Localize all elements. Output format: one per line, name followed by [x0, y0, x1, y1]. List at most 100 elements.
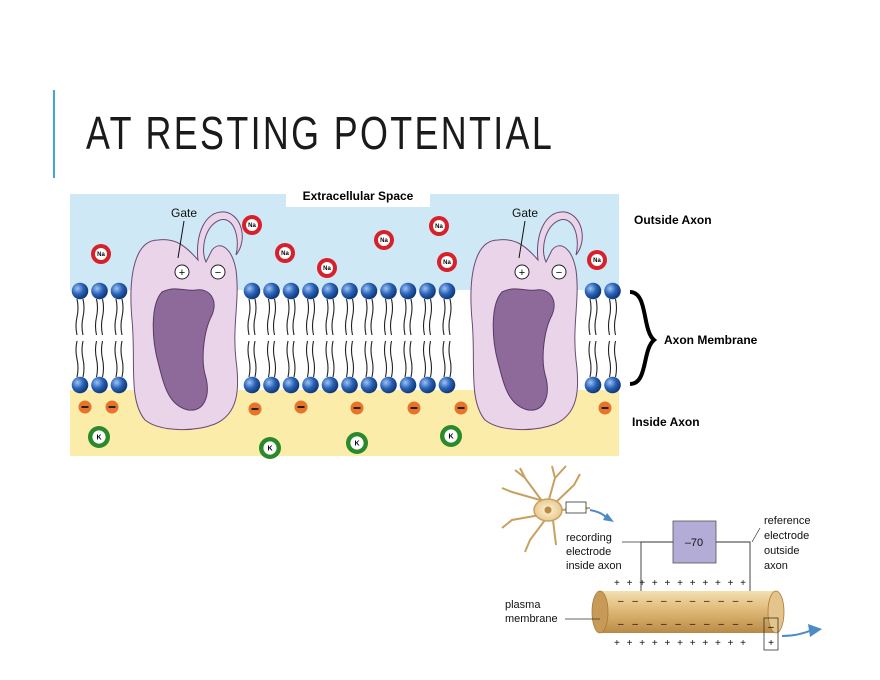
gate-plus-right: +	[519, 267, 525, 279]
potassium-ions: K K K K	[88, 425, 462, 459]
svg-text:Na: Na	[281, 251, 289, 257]
svg-text:K: K	[267, 445, 272, 452]
gate-label-right: Gate	[512, 206, 538, 220]
phospholipid-head	[110, 376, 128, 394]
phospholipid-head	[282, 282, 300, 300]
svg-text:Na: Na	[593, 258, 601, 264]
phospholipid-head	[243, 282, 261, 300]
phospholipid-head	[584, 282, 602, 300]
anions	[78, 400, 612, 416]
extracellular-label: Extracellular Space	[303, 189, 414, 203]
phospholipid-head	[91, 282, 108, 300]
phospholipid-head	[302, 376, 319, 394]
channel-pore-left	[152, 288, 215, 411]
sodium-ion: Na	[242, 215, 262, 235]
gate-pointer-left	[177, 220, 185, 259]
svg-text:K: K	[354, 440, 359, 447]
svg-text:K: K	[96, 434, 101, 441]
svg-text:K: K	[448, 433, 453, 440]
voltmeter-value: –70	[685, 537, 703, 549]
phospholipid-head	[604, 282, 621, 300]
svg-text:Na: Na	[443, 260, 451, 266]
phospholipid-head	[399, 376, 417, 394]
phospholipid-head	[584, 376, 602, 394]
phospholipid-head	[360, 376, 378, 394]
sodium-ion: Na	[275, 243, 295, 263]
axon-end	[591, 590, 609, 634]
sodium-ion: Na	[437, 252, 457, 272]
lipid-tails	[75, 298, 618, 378]
sodium-ion: Na	[91, 244, 111, 264]
svg-text:Na: Na	[248, 223, 256, 229]
membrane-brace	[629, 290, 658, 386]
inner-charges-top: – – – – – – – – – –	[618, 596, 756, 607]
svg-text:Na: Na	[323, 266, 331, 272]
axon-arrow-head	[808, 624, 822, 637]
channel-pore-right	[492, 288, 555, 411]
reference-wire	[716, 541, 751, 598]
svg-text:Na: Na	[97, 252, 105, 258]
reference-electrode-label: reference electrode outside axon	[764, 515, 814, 572]
phospholipid-head	[604, 376, 621, 394]
lipid-heads	[71, 282, 621, 394]
nucleus	[544, 506, 552, 514]
charge-box-plus: +	[768, 638, 774, 649]
gate-minus-right: −	[556, 267, 562, 279]
inside-axon-label: Inside Axon	[632, 415, 700, 429]
axon-cylinder	[600, 591, 776, 633]
axon-membrane-label: Axon Membrane	[664, 333, 758, 347]
charge-box-minus: –	[768, 622, 774, 633]
axon-arrow-line	[781, 629, 813, 637]
phospholipid-head	[380, 376, 397, 394]
electrode-diagram: recording electrode inside axon referenc…	[501, 465, 822, 651]
svg-text:Na: Na	[380, 238, 388, 244]
voltmeter	[672, 520, 717, 564]
phospholipid-head	[302, 282, 319, 300]
inner-charges-bottom: – – – – – – – – – –	[618, 619, 756, 630]
sodium-ion: Na	[317, 258, 337, 278]
outer-charges-bottom: + + + + + + + + + + +	[614, 638, 748, 649]
title-accent-bar	[53, 90, 55, 178]
extracellular-label-box	[286, 185, 430, 207]
outside-axon-label: Outside Axon	[634, 213, 712, 227]
charge-box	[763, 617, 779, 651]
phospholipid-head	[321, 282, 339, 300]
plasma-membrane-label: plasma membrane	[505, 599, 558, 625]
phospholipid-head	[438, 376, 456, 394]
recording-electrode-label: recording electrode inside axon	[566, 532, 622, 572]
gate-charges-right: + −	[514, 264, 567, 280]
zoom-arrow-head	[603, 513, 614, 522]
zoom-box	[565, 501, 587, 514]
phospholipid-head	[71, 282, 89, 300]
phospholipid-head	[263, 282, 280, 300]
svg-text:Na: Na	[435, 224, 443, 230]
phospholipid-head	[263, 376, 280, 394]
phospholipid-head	[399, 282, 417, 300]
sodium-ion: Na	[429, 216, 449, 236]
potassium-ion: K	[346, 432, 368, 454]
gate-minus-left: −	[215, 267, 221, 279]
phospholipid-head	[110, 282, 128, 300]
phospholipid-head	[341, 282, 358, 300]
phospholipid-head	[360, 282, 378, 300]
gate-label-left: Gate	[171, 206, 197, 220]
gate-pointer-right	[518, 220, 526, 259]
reference-pointer	[751, 527, 761, 543]
gate-plus-left: +	[179, 267, 185, 279]
phospholipid-head	[419, 376, 436, 394]
phospholipid-head	[71, 376, 89, 394]
phospholipid-head	[243, 376, 261, 394]
phospholipid-head	[282, 376, 300, 394]
phospholipid-head	[438, 282, 456, 300]
potassium-ion: K	[259, 437, 281, 459]
sodium-ion: Na	[587, 250, 607, 270]
phospholipid-head	[419, 282, 436, 300]
slide-title: AT RESTING POTENTIAL	[86, 107, 555, 159]
gate-charges-left: + −	[174, 264, 226, 280]
phospholipid-head	[380, 282, 397, 300]
sodium-ion: Na	[374, 230, 394, 250]
phospholipid-head	[321, 376, 339, 394]
outer-charges-top: + + + + + + + + + + +	[614, 578, 748, 589]
